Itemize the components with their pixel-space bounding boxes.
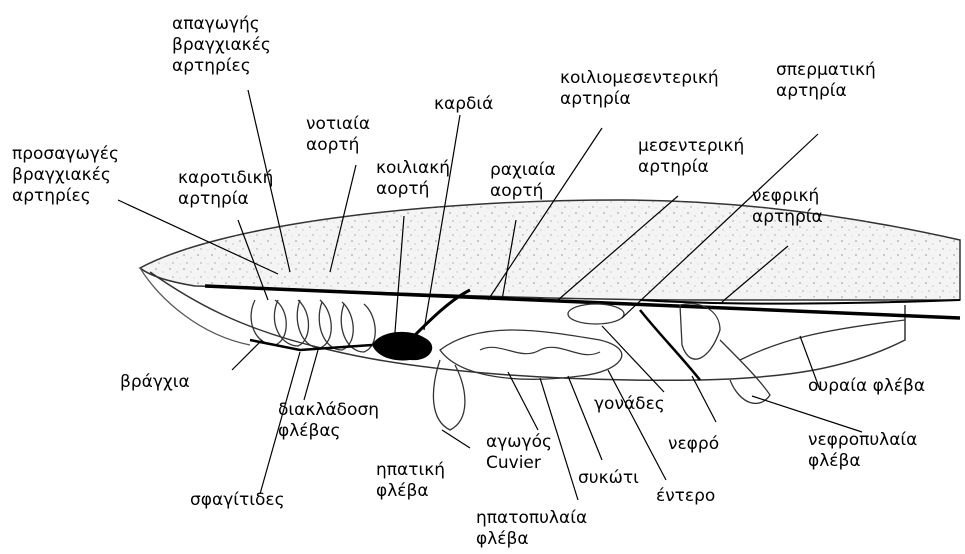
label-line: Cuvier bbox=[486, 453, 552, 474]
label-line: ραχιαία bbox=[490, 160, 556, 181]
label-line: νεφροπυλαία bbox=[808, 430, 917, 451]
label-line: αορτή bbox=[306, 135, 370, 156]
label-line: έντερο bbox=[656, 486, 715, 507]
label-line: αορτή bbox=[490, 181, 556, 202]
label-line: αρτηρία bbox=[752, 207, 823, 228]
label-line: ηπατοπυλαία bbox=[476, 508, 587, 529]
label-line: αορτή bbox=[376, 179, 450, 200]
label-line: σπερματική bbox=[776, 60, 876, 81]
label-line: γονάδες bbox=[594, 394, 665, 415]
label-hepatic-vein: ηπατική φλέβα bbox=[376, 460, 445, 502]
label-line: αρτηρία bbox=[178, 189, 273, 210]
label-line: αρτηρίες bbox=[12, 186, 119, 207]
label-efferent-branchial-arteries: απαγωγής βραγχιακές αρτηρίες bbox=[172, 14, 271, 77]
heart-shape bbox=[372, 332, 432, 361]
label-carotid-artery: καροτιδική αρτηρία bbox=[178, 168, 273, 210]
label-line: καρδιά bbox=[434, 94, 493, 115]
label-line: απαγωγής bbox=[172, 14, 271, 35]
label-mesenteric-artery: μεσεντερική αρτηρία bbox=[638, 136, 744, 178]
label-line: ουραία φλέβα bbox=[808, 376, 925, 397]
label-renal-artery: νεφρική αρτηρία bbox=[752, 186, 823, 228]
label-heart: καρδιά bbox=[434, 94, 493, 115]
label-line: νοτιαία bbox=[306, 114, 370, 135]
label-coeliac-aorta: κοιλιακή αορτή bbox=[376, 158, 450, 200]
label-line: αρτηρία bbox=[638, 157, 744, 178]
label-dorsal-aorta: νοτιαία αορτή bbox=[306, 114, 370, 156]
label-intestine: έντερο bbox=[656, 486, 715, 507]
label-line: αρτηρίες bbox=[172, 56, 271, 77]
label-line: κοιλιομεσεντερική bbox=[560, 68, 719, 89]
gonad-shape bbox=[568, 304, 624, 324]
label-spermatic-artery: σπερματική αρτηρία bbox=[776, 60, 876, 102]
label-spinal-aorta: ραχιαία αορτή bbox=[490, 160, 556, 202]
label-line: συκώτι bbox=[578, 468, 639, 489]
label-line: βραγχιακές bbox=[12, 165, 119, 186]
caudal-vein-line bbox=[740, 320, 905, 360]
label-duct-of-cuvier: αγωγός Cuvier bbox=[486, 432, 552, 474]
label-gills: βράγχια bbox=[120, 372, 190, 393]
label-line: μεσεντερική bbox=[638, 136, 744, 157]
label-line: βράγχια bbox=[120, 372, 190, 393]
label-line: νεφρική bbox=[752, 186, 823, 207]
label-renal-portal-vein: νεφροπυλαία φλέβα bbox=[808, 430, 917, 472]
label-hepatic-portal-vein: ηπατοπυλαία φλέβα bbox=[476, 508, 587, 550]
label-line: φλέβα bbox=[376, 481, 445, 502]
label-line: προσαγωγές bbox=[12, 144, 119, 165]
label-line: κοιλιακή bbox=[376, 158, 450, 179]
label-line: καροτιδική bbox=[178, 168, 273, 189]
label-line: βραγχιακές bbox=[172, 35, 271, 56]
label-sinuses: σφαγίτιδες bbox=[190, 490, 285, 511]
label-vein-branch: διακλάδοση φλέβας bbox=[278, 400, 379, 442]
kidney-vessel bbox=[640, 310, 700, 380]
intestine-coils bbox=[480, 347, 600, 354]
label-line: αρτηρία bbox=[560, 89, 719, 110]
label-line: φλέβας bbox=[278, 421, 379, 442]
label-coeliomesenteric-artery: κοιλιομεσεντερική αρτηρία bbox=[560, 68, 719, 110]
label-line: διακλάδοση bbox=[278, 400, 379, 421]
label-kidney: νεφρό bbox=[668, 434, 719, 455]
label-caudal-vein: ουραία φλέβα bbox=[808, 376, 925, 397]
label-line: ηπατική bbox=[376, 460, 445, 481]
label-line: αρτηρία bbox=[776, 81, 876, 102]
label-liver: συκώτι bbox=[578, 468, 639, 489]
kidney-shape bbox=[680, 304, 720, 359]
label-line: φλέβα bbox=[808, 451, 917, 472]
label-line: νεφρό bbox=[668, 434, 719, 455]
label-line: φλέβα bbox=[476, 529, 587, 550]
label-afferent-branchial-arteries: προσαγωγές βραγχιακές αρτηρίες bbox=[12, 144, 119, 207]
label-line: σφαγίτιδες bbox=[190, 490, 285, 511]
label-gonads: γονάδες bbox=[594, 394, 665, 415]
label-line: αγωγός bbox=[486, 432, 552, 453]
